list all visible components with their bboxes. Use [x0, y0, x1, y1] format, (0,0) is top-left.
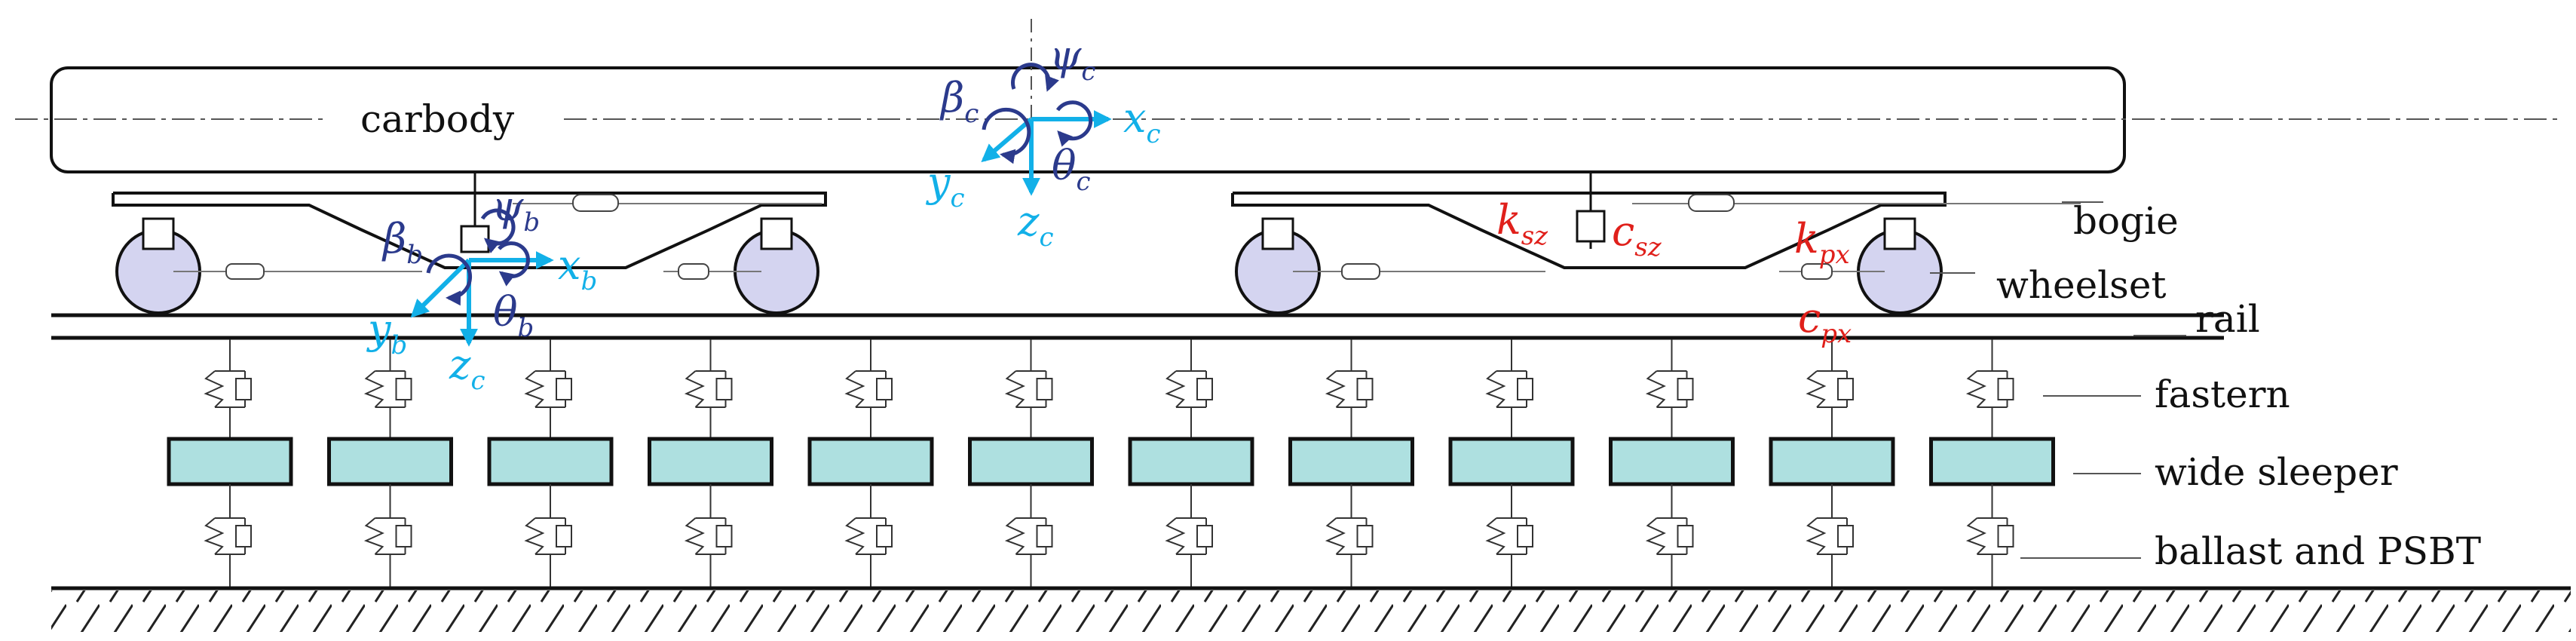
wide-sleeper-label: wide sleeper: [2155, 450, 2398, 494]
ballast-spring: [1965, 484, 2014, 588]
ballast-spring: [363, 484, 412, 588]
carbody-label-bg: [324, 72, 558, 166]
wheelset-label: wheelset: [1996, 263, 2167, 307]
svg-text:xb: xb: [558, 241, 597, 296]
cpx-label: cpx: [1798, 294, 1852, 349]
bogie-label: bogie: [2073, 199, 2179, 243]
fastener-spring: [1806, 339, 1854, 439]
fastener-spring: [1165, 339, 1213, 439]
left-bogie: [112, 172, 827, 314]
svg-text:θb: θb: [493, 288, 534, 343]
right-bogie: [1231, 172, 2081, 314]
svg-text:yc: yc: [926, 158, 965, 213]
ballast-spring: [524, 484, 572, 588]
wide-sleeper-block: [1609, 437, 1735, 486]
fastener-spring: [844, 339, 893, 439]
wide-sleeper-block: [648, 437, 773, 486]
fastener-spring: [1965, 339, 2014, 439]
wide-sleeper-block: [807, 437, 934, 486]
ballast-spring: [1645, 484, 1694, 588]
kpx-label: kpx: [1794, 215, 1850, 270]
wide-sleeper-block: [487, 437, 614, 486]
fastener-spring: [1004, 339, 1053, 439]
wide-sleeper-block: [1929, 437, 2055, 486]
suspension-parameters: ksz csz kpx cpx: [1496, 196, 1852, 349]
track-elements: [167, 339, 2055, 588]
ground-hatch: [51, 590, 2571, 632]
fastern-label: fastern: [2155, 373, 2290, 416]
fastener-spring: [363, 339, 412, 439]
svg-text:zc: zc: [1017, 198, 1054, 253]
rail-label: rail: [2195, 297, 2260, 341]
fastener-spring: [1645, 339, 1694, 439]
svg-text:θc: θc: [1052, 142, 1091, 197]
ballast-spring: [1325, 484, 1374, 588]
fastener-spring: [684, 339, 733, 439]
wide-sleeper-block: [968, 437, 1094, 486]
wide-sleeper-block: [167, 437, 293, 486]
ballast-spring: [1806, 484, 1854, 588]
svg-text:xc: xc: [1123, 94, 1161, 149]
ballast-spring: [844, 484, 893, 588]
svg-text:ψc: ψc: [1049, 32, 1095, 87]
svg-text:zc: zc: [449, 341, 485, 396]
wide-sleeper-block: [1769, 437, 1895, 486]
ballast-spring: [204, 484, 252, 588]
svg-text:βb: βb: [381, 215, 423, 270]
svg-text:ψb: ψb: [492, 182, 540, 238]
fastener-spring: [204, 339, 252, 439]
fastener-spring: [524, 339, 572, 439]
ballast-label: ballast and PSBT: [2155, 529, 2481, 573]
ballast-spring: [1165, 484, 1213, 588]
ballast-spring: [1004, 484, 1053, 588]
ballast-spring: [1485, 484, 1533, 588]
svg-text:yb: yb: [366, 305, 407, 360]
fastener-spring: [1485, 339, 1533, 439]
carbody-label: carbody: [360, 97, 515, 141]
ballast-spring: [684, 484, 733, 588]
csz-label: csz: [1612, 207, 1662, 262]
ksz-label: ksz: [1496, 196, 1548, 251]
fastener-spring: [1325, 339, 1374, 439]
wide-sleeper-block: [1448, 437, 1575, 486]
carbody-axes: xc yc zc ψc βc θc: [926, 32, 1161, 253]
bogie-axes: xb yb zc ψb βb θb: [366, 182, 597, 396]
svg-text:βc: βc: [939, 74, 979, 129]
wide-sleeper-block: [327, 437, 453, 486]
wide-sleeper-block: [1128, 437, 1254, 486]
wide-sleeper-block: [1288, 437, 1414, 486]
